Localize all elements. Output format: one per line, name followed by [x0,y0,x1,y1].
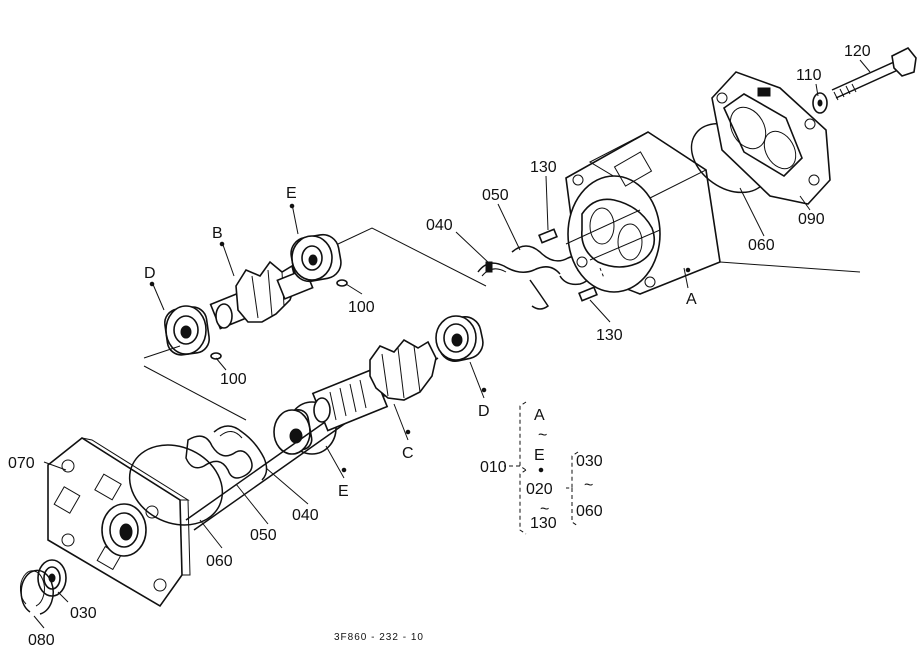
label-130-lower: 130 [596,327,623,344]
dowel-pin-130-lower [578,286,598,302]
label-d-left: D [144,265,156,282]
label-030: 030 [70,605,97,622]
legend-sub: 020 [526,481,553,498]
drive-gear-c [185,338,439,531]
rear-cover-090 [711,71,831,205]
label-e-front: E [338,483,349,500]
snap-ring-080 [19,569,54,615]
legend-tilde-2: ~ [540,501,549,518]
label-c: C [402,445,414,462]
washer-110 [812,92,828,114]
label-130-upper: 130 [530,159,557,176]
pump-body-a [565,131,721,295]
legend-child-e: E [534,447,545,464]
dowel-pin-130-upper [538,228,558,244]
assembly-lines [143,209,861,421]
bushing-d-right [435,315,484,362]
label-100-upper: 100 [348,299,375,316]
label-b: B [212,225,223,242]
label-120: 120 [844,43,871,60]
seal-040-front [213,425,268,481]
label-060-rear: 060 [748,237,775,254]
label-090: 090 [798,211,825,228]
label-a: A [686,291,697,308]
pin-100-lower [210,352,222,360]
label-d-right: D [478,403,490,420]
label-110: 110 [796,67,822,84]
legend-range-start: 030 [576,453,603,470]
bushing-e-upper [290,233,342,283]
legend-tilde-1: ~ [538,427,547,444]
legend-parent: 010 [480,459,507,476]
legend-bottom: 130 [530,515,557,532]
o-ring-060-front [128,444,224,526]
seal-040-upper [477,261,561,277]
label-e-upper: E [286,185,297,202]
label-100-lower: 100 [220,371,247,388]
label-060-front: 060 [206,553,233,570]
drawing-code: 3F860 - 232 - 10 [334,632,424,643]
pin-100-upper [336,279,348,287]
bolt-120 [831,46,917,101]
bushing-d-left [164,305,210,356]
assembly-legend: 010 A ~ E 020 ~ 130 030 ~ 060 [480,401,603,535]
backup-ring-050-front [185,435,253,479]
label-040-front: 040 [292,507,319,524]
label-050-front: 050 [250,527,277,544]
legend-range-end: 060 [576,503,603,520]
label-040-upper: 040 [426,217,453,234]
cover-plate-070 [47,437,191,608]
label-080: 080 [28,632,55,649]
oil-seal-030 [37,559,67,597]
legend-child-a: A [534,407,545,424]
label-leaders [33,59,871,629]
label-050-upper: 050 [482,187,509,204]
legend-tilde-3: ~ [584,477,593,494]
label-070: 070 [8,455,35,472]
